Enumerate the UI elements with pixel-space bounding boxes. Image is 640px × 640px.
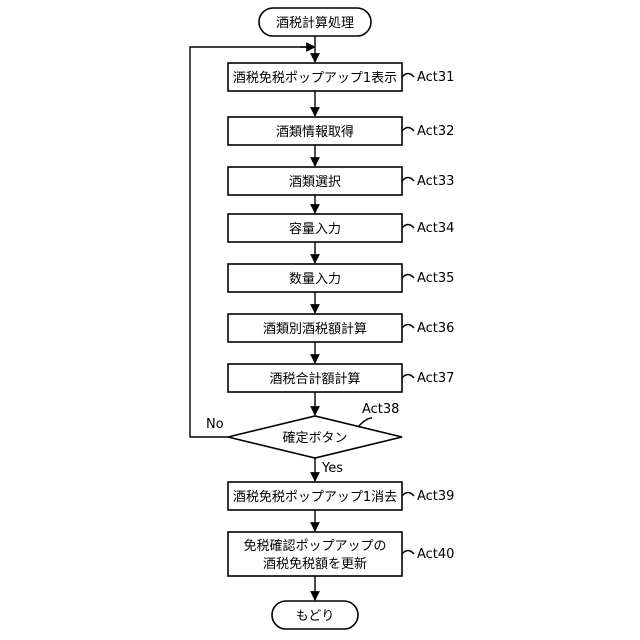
step-label: 酒税合計額計算 xyxy=(269,371,360,387)
step-act39: 酒税免税ポップアップ1消去 xyxy=(228,482,402,510)
step-label: 数量入力 xyxy=(289,272,341,287)
act-label: Act39 xyxy=(417,489,454,504)
step-label: 酒類情報取得 xyxy=(276,124,354,140)
start-terminal: 酒税計算処理 xyxy=(259,8,371,36)
act-label: Act38 xyxy=(362,402,399,417)
step-act32: 酒類情報取得 xyxy=(228,117,402,145)
step-act34: 容量入力 xyxy=(228,214,402,242)
start-label: 酒税計算処理 xyxy=(276,15,354,31)
leader-act40 xyxy=(402,551,414,555)
leader-act33 xyxy=(402,178,414,182)
act-label: Act40 xyxy=(417,547,454,562)
branch-yes-label: Yes xyxy=(321,461,343,476)
leader-act31 xyxy=(402,74,414,78)
step-label-line1: 免税確認ポップアップの xyxy=(243,538,386,554)
step-act33: 酒類選択 xyxy=(228,167,402,195)
leader-act39 xyxy=(402,493,414,497)
step-act40: 免税確認ポップアップの 酒税免税額を更新 xyxy=(228,532,402,576)
leader-act34 xyxy=(402,225,414,229)
branch-no-label: No xyxy=(206,417,224,432)
end-label: もどり xyxy=(296,609,335,624)
step-label: 酒税免税ポップアップ1表示 xyxy=(233,71,397,86)
act-label: Act33 xyxy=(417,174,454,189)
step-label: 容量入力 xyxy=(289,221,341,237)
decision-confirm-button: 確定ボタン xyxy=(228,416,402,458)
leader-act38 xyxy=(358,418,372,427)
step-label: 酒類選択 xyxy=(289,175,341,190)
decision-label: 確定ボタン xyxy=(282,430,347,446)
leader-act35 xyxy=(402,275,414,279)
end-terminal: もどり xyxy=(272,601,358,629)
act-label: Act31 xyxy=(417,70,454,85)
step-act31: 酒税免税ポップアップ1表示 xyxy=(228,63,402,91)
step-act36: 酒類別酒税額計算 xyxy=(228,314,402,342)
act-label: Act37 xyxy=(417,371,454,386)
leader-act37 xyxy=(402,375,414,379)
act-label: Act34 xyxy=(417,221,454,236)
step-label: 酒類別酒税額計算 xyxy=(263,321,367,337)
step-label: 酒税免税ポップアップ1消去 xyxy=(233,490,397,505)
leader-act32 xyxy=(402,128,414,132)
step-act37: 酒税合計額計算 xyxy=(228,364,402,392)
step-label-line2: 酒税免税額を更新 xyxy=(263,556,367,572)
leader-act36 xyxy=(402,325,414,329)
act-label: Act32 xyxy=(417,124,454,139)
act-label: Act35 xyxy=(417,271,454,286)
act-label: Act36 xyxy=(417,321,454,336)
step-act35: 数量入力 xyxy=(228,264,402,292)
